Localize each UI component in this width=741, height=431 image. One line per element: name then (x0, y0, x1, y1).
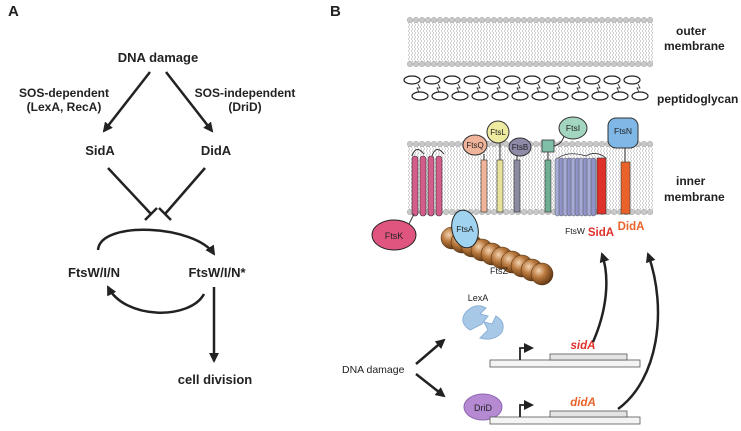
ftsw-label: FtsW (565, 226, 585, 236)
ftsk-protein (371, 149, 445, 251)
ftsb-label: FtsB (512, 143, 528, 152)
inner-membrane-label-2: membrane (664, 190, 725, 204)
ftsw-protein (554, 153, 607, 217)
ftsl-protein (486, 120, 510, 213)
ftsn-label: FtsN (614, 126, 632, 136)
ftsi-protein (541, 116, 588, 213)
sida-label-b: SidA (588, 227, 614, 239)
sos-dependent-label: SOS-dependent (19, 86, 109, 100)
peptidoglycan-layer (403, 75, 649, 101)
sida-gene-construct (489, 343, 641, 368)
fts-inactive-label: FtsW/I/N (68, 265, 120, 280)
ftsa-protein (451, 209, 479, 249)
ftsb-protein (508, 137, 532, 213)
activation-arc (96, 228, 216, 256)
arrow-dna-to-dida (165, 71, 214, 133)
panel-b-letter: B (330, 3, 341, 20)
ftsq-label: FtsQ (466, 141, 483, 150)
panel-b: B outer membrane peptidoglycan inner mem… (330, 3, 738, 425)
outer-membrane-label-2: membrane (664, 39, 725, 53)
ftsk-label: FtsK (385, 231, 404, 241)
dida-gene-construct (489, 400, 641, 425)
inhibit-sida (107, 167, 152, 215)
sida-gene-label: sidA (571, 340, 596, 352)
ftsl-label: FtsL (490, 128, 506, 137)
sida-expression-arrow (591, 252, 610, 343)
sida-protein (596, 157, 607, 215)
arrow-dna-to-lexa (415, 338, 446, 365)
arrow-dna-to-sida (102, 71, 151, 133)
dida-protein (620, 161, 631, 215)
peptidoglycan-label: peptidoglycan (657, 92, 738, 106)
outer-membrane-label-1: outer (676, 24, 706, 38)
drid-protein (463, 393, 503, 421)
inhibit-dida (164, 167, 206, 215)
ftsn-protein (607, 117, 639, 162)
dida-label-b: DidA (618, 221, 645, 233)
outer-membrane (406, 16, 654, 68)
dida-gene-label: didA (570, 397, 596, 409)
fts-active-label: FtsW/I/N* (188, 265, 246, 280)
ftsz-label: FtsZ (490, 266, 508, 276)
dna-damage-label-b: DNA damage (342, 364, 405, 376)
sos-independent-label: SOS-independent (195, 86, 296, 100)
sos-dependent-factors: (LexA, RecA) (27, 100, 102, 114)
arrow-dna-to-drid (415, 373, 446, 398)
dida-label-a: DidA (201, 143, 232, 158)
dna-damage-label: DNA damage (118, 50, 198, 65)
reversion-arc (106, 285, 206, 314)
inner-membrane-label-1: inner (676, 174, 706, 188)
inner-membrane (406, 140, 654, 216)
lexa-label: LexA (468, 293, 489, 303)
sos-independent-factor: (DriD) (228, 100, 261, 114)
inhibit-sida-bar (144, 207, 158, 221)
panel-a-letter: A (8, 3, 19, 20)
ftsq-protein (462, 134, 488, 213)
panel-a: A DNA damage SOS-dependent (LexA, RecA) … (8, 3, 295, 387)
inhibit-dida-bar (158, 207, 172, 221)
ftsa-label: FtsA (456, 224, 474, 234)
dida-expression-arrow (617, 252, 660, 411)
ftsi-label: FtsI (566, 123, 580, 133)
lexa-protein (462, 305, 504, 340)
cell-division-label: cell division (178, 372, 252, 387)
sida-label-a: SidA (85, 143, 115, 158)
drid-label: DriD (474, 403, 492, 413)
